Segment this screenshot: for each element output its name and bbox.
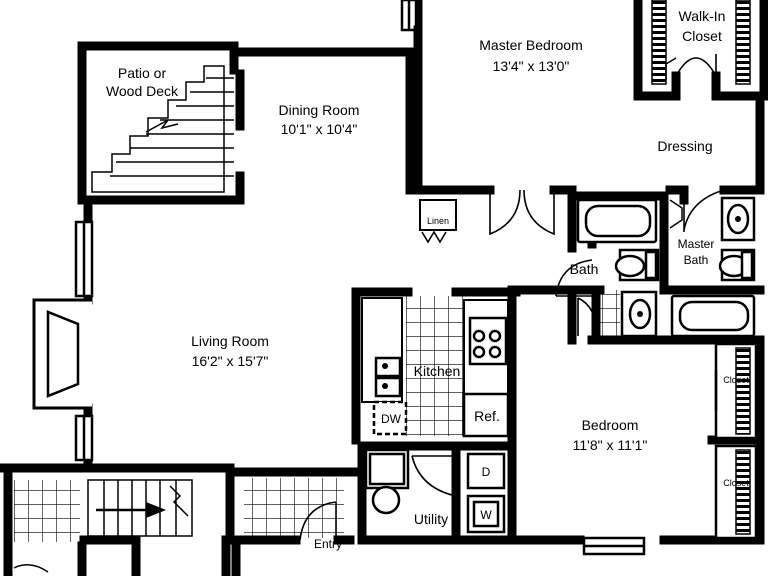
patio-stairs (91, 65, 234, 193)
refrigerator-label: Ref. (474, 408, 500, 424)
dining-room-dims: 10'1" x 10'4" (281, 121, 358, 137)
bath-fixtures (576, 196, 756, 338)
dishwasher-label: DW (381, 412, 402, 426)
bath-label: Bath (570, 261, 599, 277)
entry-label: Entry (314, 537, 342, 551)
linen-label: Linen (427, 216, 449, 226)
walk-in-closet-label-line2: Closet (682, 28, 722, 44)
living-room-label: Living Room (191, 333, 269, 349)
bedroom-dims: 11'8" x 11'1" (573, 437, 648, 453)
patio-label-line1: Patio or (118, 65, 167, 81)
washer-label: W (480, 508, 492, 522)
entry-tile (244, 478, 344, 538)
utility-label: Utility (414, 511, 448, 527)
bedroom-label: Bedroom (582, 417, 639, 433)
master-bedroom-label: Master Bedroom (479, 37, 582, 53)
master-bedroom-dims: 13'4" x 13'0" (493, 58, 570, 74)
kitchen-fixtures (361, 297, 510, 534)
master-bath-label-line1: Master (678, 237, 715, 251)
kitchen-label: Kitchen (414, 363, 461, 379)
walk-in-closet-label-line1: Walk-In (679, 8, 726, 24)
master-bath-label-line2: Bath (684, 253, 709, 267)
living-room-dims: 16'2" x 15'7" (192, 353, 269, 369)
closet-2-label: Closet (723, 478, 749, 488)
stair-landing-tile (14, 480, 80, 542)
closet-1-label: Closet (723, 375, 749, 385)
dining-room-label: Dining Room (279, 102, 360, 118)
dressing-label: Dressing (657, 138, 712, 154)
doors (299, 189, 725, 541)
labels: Patio or Wood Deck Dining Room 10'1" x 1… (106, 8, 749, 551)
main-stairs (13, 479, 193, 573)
patio-label-line2: Wood Deck (106, 83, 179, 99)
kitchen-tile (406, 296, 464, 436)
dryer-label: D (482, 465, 491, 479)
